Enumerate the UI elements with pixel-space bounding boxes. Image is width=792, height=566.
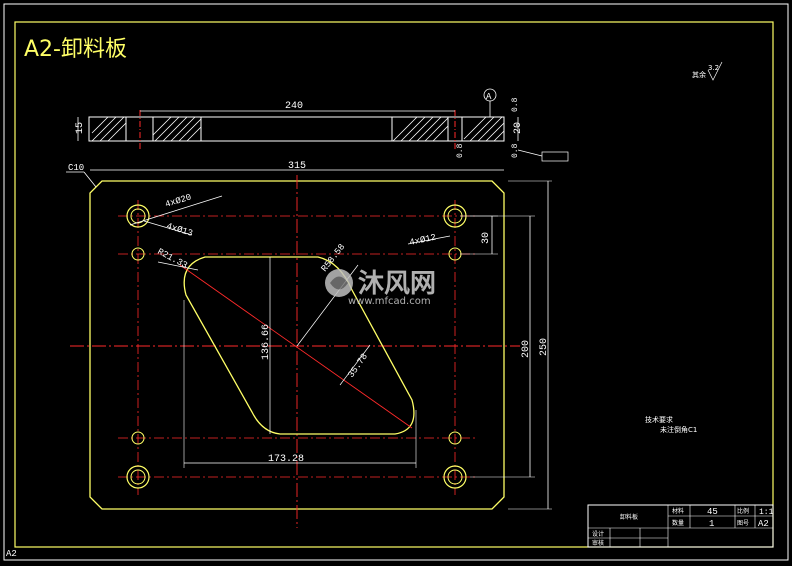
tb-material: 45 <box>707 507 718 517</box>
dim-20: 20 <box>513 122 524 134</box>
watermark-name: 沐风网 <box>358 269 436 299</box>
dim-0p8-bottom: 0.8 <box>511 143 520 158</box>
tb-part-name: 卸料板 <box>620 513 638 521</box>
dim-4x12: 4xØ12 <box>409 233 438 248</box>
dim-200: 200 <box>521 340 532 358</box>
dim-315: 315 <box>288 161 306 172</box>
tb-design-label: 设计 <box>592 530 604 538</box>
dim-240: 240 <box>285 101 303 112</box>
roughness-note: 其余 3.2 <box>692 61 723 81</box>
tb-qty-label: 数量 <box>672 519 684 527</box>
tb-sheet: A2 <box>758 519 769 529</box>
tb-qty: 1 <box>709 519 714 529</box>
dim-35: 35.78 <box>346 352 370 380</box>
inner-frame <box>14 21 774 548</box>
tb-material-label: 材料 <box>672 507 684 515</box>
plan-view: C10 315 4xØ20 4xØ13 <box>66 161 552 528</box>
tolerance-box <box>541 151 569 162</box>
sheet-tag: A2 <box>6 549 17 559</box>
section-view: 240 15 20 0.8 0.8 0.8 A <box>75 88 569 162</box>
dim-0p8-small: 0.8 <box>456 143 465 158</box>
dim-250: 250 <box>539 338 550 356</box>
roughness-value: 3.2 <box>708 64 719 72</box>
watermark: 沐风网 www.mfcad.com <box>325 269 436 307</box>
outer-frame <box>3 3 789 561</box>
dim-4x13: 4xØ13 <box>165 221 194 238</box>
dim-0p8-top: 0.8 <box>511 97 520 112</box>
tb-sheet-label: 图号 <box>737 520 749 527</box>
dim-15: 15 <box>75 122 86 134</box>
dim-173: 173.28 <box>268 454 304 465</box>
watermark-url: www.mfcad.com <box>348 296 431 307</box>
datum-a: A <box>486 92 492 102</box>
tech-req-chamfer: 未注倒角C1 <box>660 425 697 434</box>
title-block: 卸料板 材料 45 比例 1:1 数量 1 图号 A2 设计 审核 <box>587 504 774 548</box>
tb-scale: 1:1 <box>759 508 774 517</box>
dim-r58: R58.58 <box>319 242 347 274</box>
dim-c10: C10 <box>68 163 84 173</box>
dim-30: 30 <box>481 232 492 244</box>
dim-136: 136.66 <box>261 324 272 360</box>
tech-req-title: 技术要求 <box>645 415 673 424</box>
dim-4x20: 4xØ20 <box>164 192 193 209</box>
drawing-title: A2-卸料板 <box>24 37 127 62</box>
tb-scale-label: 比例 <box>737 507 749 515</box>
plate-outline <box>89 180 505 510</box>
tb-check-label: 审核 <box>592 539 604 547</box>
roughness-label: 其余 <box>692 70 706 79</box>
dim-r21: R21.33 <box>156 247 189 271</box>
